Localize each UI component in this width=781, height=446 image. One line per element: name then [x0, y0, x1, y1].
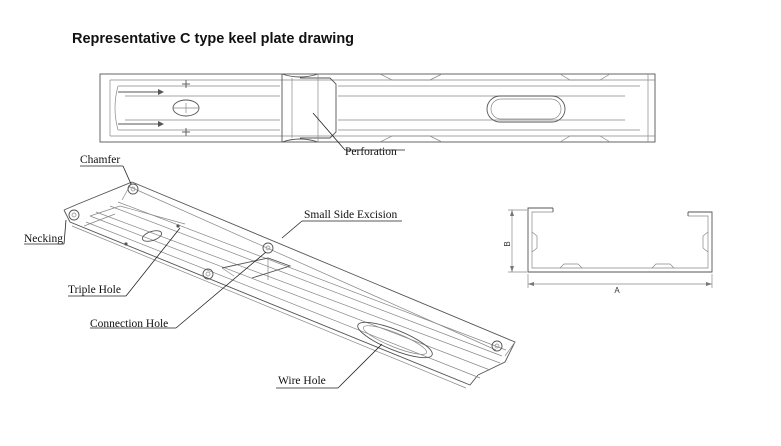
iso-triple-hole [141, 230, 163, 242]
label-perforation: Perforation [345, 146, 397, 158]
top-view: Perforation [99, 73, 656, 158]
label-necking: Necking [24, 233, 63, 245]
section-outline [527, 207, 713, 273]
iso-front-flange [63, 209, 479, 386]
label-wire-hole: Wire Hole [278, 375, 326, 387]
label-small-side-excision: Small Side Excision [304, 209, 398, 221]
connection-hole [262, 242, 274, 254]
drawing-title: Representative C type keel plate drawing [72, 31, 355, 47]
iso-perforation [221, 257, 292, 279]
cross-section: B A [503, 207, 713, 295]
top-view-outline [99, 73, 656, 143]
iso-top-flange [131, 181, 516, 376]
chamfer-hole [127, 183, 139, 195]
dimension-a: A [614, 286, 620, 295]
perforation-region [300, 77, 337, 139]
label-chamfer: Chamfer [80, 154, 120, 166]
top-wire-hole [486, 95, 566, 123]
iso-wire-hole [357, 321, 433, 359]
label-triple-hole: Triple Hole [68, 284, 121, 296]
label-connection-hole: Connection Hole [90, 318, 168, 330]
dimension-b: B [503, 241, 512, 246]
isometric-view: Chamfer Small Side Excision Necking Trip… [24, 154, 516, 389]
